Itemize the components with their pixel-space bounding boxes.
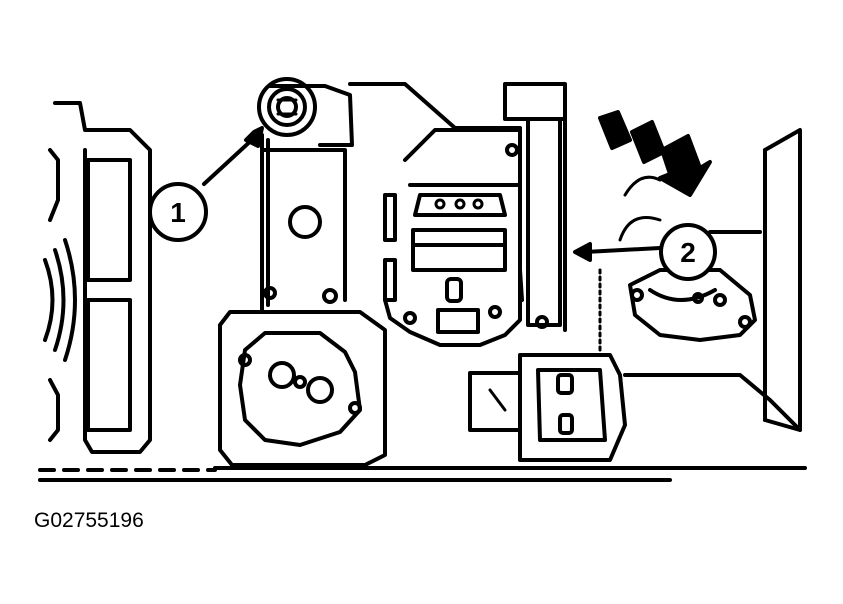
cover-plate [218, 310, 387, 467]
callout-1: 1 [148, 126, 264, 242]
floor-lines [38, 466, 807, 482]
callout-2: 2 [573, 223, 762, 281]
bolt [257, 77, 354, 147]
actuator-rod [503, 82, 567, 332]
valve-body [348, 82, 524, 347]
figure-id: G02755196 [34, 509, 144, 532]
bracket-plate [260, 133, 347, 312]
callout-2-label: 2 [680, 237, 696, 268]
left-housing [43, 101, 152, 454]
electrical-connector [468, 268, 627, 462]
right-component [618, 128, 802, 432]
motion-arrow-icon [598, 110, 712, 197]
callout-1-label: 1 [170, 197, 186, 228]
